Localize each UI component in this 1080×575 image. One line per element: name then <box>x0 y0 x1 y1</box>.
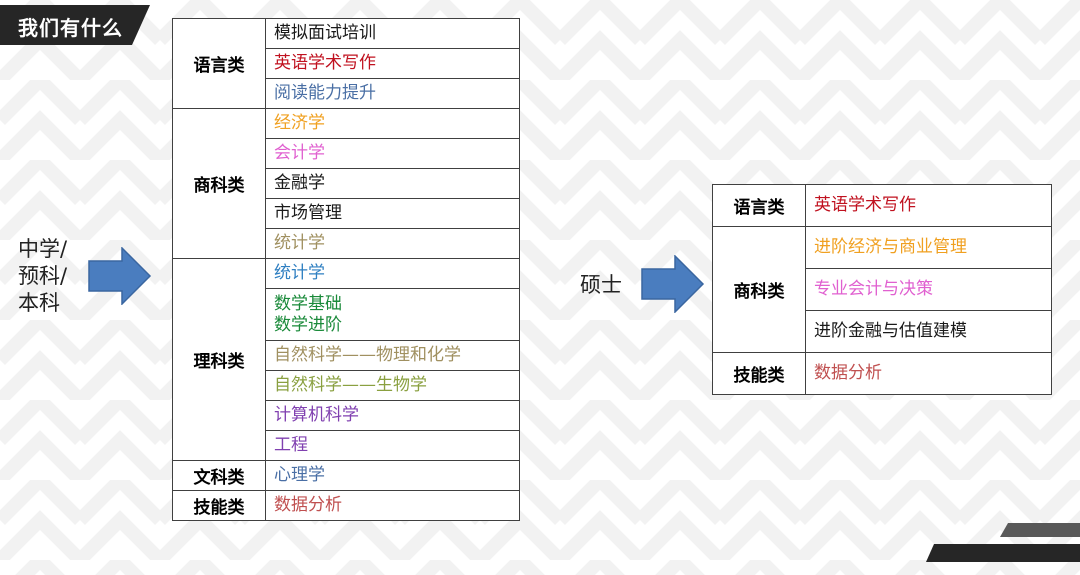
course-name: 进阶金融与估值建模 <box>814 321 967 341</box>
course-name: 专业会计与决策 <box>814 279 933 299</box>
course-cell: 进阶经济与商业管理 <box>805 226 1052 269</box>
table-row: 自然科学——生物学 <box>173 370 520 401</box>
course-cell: 自然科学——生物学 <box>265 370 520 401</box>
course-name: 工程 <box>274 435 308 455</box>
course-cell: 数据分析 <box>265 490 520 521</box>
course-cell: 进阶金融与估值建模 <box>805 310 1052 353</box>
course-cell: 自然科学——物理和化学 <box>265 340 520 371</box>
course-name: 会计学 <box>274 143 325 163</box>
course-name: 计算机科学 <box>274 405 359 425</box>
level-label-master: 硕士 <box>580 273 622 297</box>
course-cell: 心理学 <box>265 460 520 491</box>
page-title: 我们有什么 <box>18 16 123 40</box>
table-row: 进阶金融与估值建模 <box>713 310 1052 353</box>
decorative-stripes <box>926 523 1080 562</box>
table-row: 工程 <box>173 430 520 461</box>
table-row: 市场管理 <box>173 198 520 229</box>
course-name: 数学基础 <box>274 293 342 314</box>
undergrad-course-table: 语言类模拟面试培训英语学术写作阅读能力提升商科类经济学会计学金融学市场管理统计学… <box>172 18 520 521</box>
right-arrow-icon <box>88 247 152 305</box>
master-course-table: 语言类英语学术写作商科类进阶经济与商业管理专业会计与决策进阶金融与估值建模技能类… <box>712 184 1052 395</box>
course-name: 心理学 <box>274 465 325 485</box>
course-cell: 英语学术写作 <box>805 184 1052 227</box>
course-name: 经济学 <box>274 113 325 133</box>
table-row: 自然科学——物理和化学 <box>173 340 520 371</box>
course-name: 金融学 <box>274 173 325 193</box>
course-cell: 数据分析 <box>805 352 1052 395</box>
course-cell: 阅读能力提升 <box>265 78 520 109</box>
right-arrow-icon <box>641 255 705 313</box>
category-cell: 语言类 <box>712 184 806 227</box>
level-label-undergrad: 中学/ 预科/ 本科 <box>18 236 88 317</box>
table-row: 统计学 <box>173 228 520 259</box>
course-name: 数学进阶 <box>274 314 342 335</box>
course-cell: 经济学 <box>265 108 520 139</box>
title-banner-shape <box>0 5 150 45</box>
title-banner <box>0 5 150 45</box>
course-name: 统计学 <box>274 233 325 253</box>
table-row: 语言类英语学术写作 <box>712 184 1052 227</box>
course-cell: 模拟面试培训 <box>265 18 520 49</box>
course-name: 阅读能力提升 <box>274 83 376 103</box>
level-line: 预科/ <box>18 264 68 288</box>
table-row: 技能类数据分析 <box>172 490 520 521</box>
course-cell: 会计学 <box>265 138 520 169</box>
category-cell: 商科类 <box>712 226 806 353</box>
course-name: 进阶经济与商业管理 <box>814 237 967 257</box>
table-row: 专业会计与决策 <box>713 268 1052 311</box>
course-cell: 统计学 <box>265 258 520 289</box>
category-cell: 文科类 <box>172 460 266 491</box>
table-row: 理科类统计学 <box>172 258 520 461</box>
level-line: 中学/ <box>18 237 68 261</box>
course-name: 市场管理 <box>274 203 342 223</box>
category-cell: 语言类 <box>172 18 266 109</box>
table-row: 数学基础数学进阶 <box>173 288 520 341</box>
course-name: 自然科学——物理和化学 <box>274 345 461 365</box>
course-cell: 市场管理 <box>265 198 520 229</box>
table-row: 技能类数据分析 <box>712 352 1052 395</box>
category-cell: 理科类 <box>172 258 266 461</box>
course-name: 数据分析 <box>814 363 882 383</box>
level-line: 本科 <box>18 291 60 315</box>
course-cell: 计算机科学 <box>265 400 520 431</box>
table-row: 金融学 <box>173 168 520 199</box>
table-row: 阅读能力提升 <box>173 78 520 109</box>
course-cell: 工程 <box>265 430 520 461</box>
category-cell: 商科类 <box>172 108 266 259</box>
course-cell: 数学基础数学进阶 <box>265 288 520 341</box>
course-name: 英语学术写作 <box>814 195 916 215</box>
table-row: 商科类经济学 <box>172 108 520 259</box>
course-cell: 金融学 <box>265 168 520 199</box>
table-row: 商科类进阶经济与商业管理 <box>712 226 1052 353</box>
table-row: 语言类模拟面试培训 <box>172 18 520 109</box>
category-cell: 技能类 <box>172 490 266 521</box>
course-name: 统计学 <box>274 263 325 283</box>
course-name: 数据分析 <box>274 495 342 515</box>
table-row: 文科类心理学 <box>172 460 520 491</box>
course-cell: 专业会计与决策 <box>805 268 1052 311</box>
course-cell: 英语学术写作 <box>265 48 520 79</box>
course-name: 英语学术写作 <box>274 53 376 73</box>
course-cell: 统计学 <box>265 228 520 259</box>
course-name: 自然科学——生物学 <box>274 375 427 395</box>
course-name: 模拟面试培训 <box>274 23 376 43</box>
category-cell: 技能类 <box>712 352 806 395</box>
